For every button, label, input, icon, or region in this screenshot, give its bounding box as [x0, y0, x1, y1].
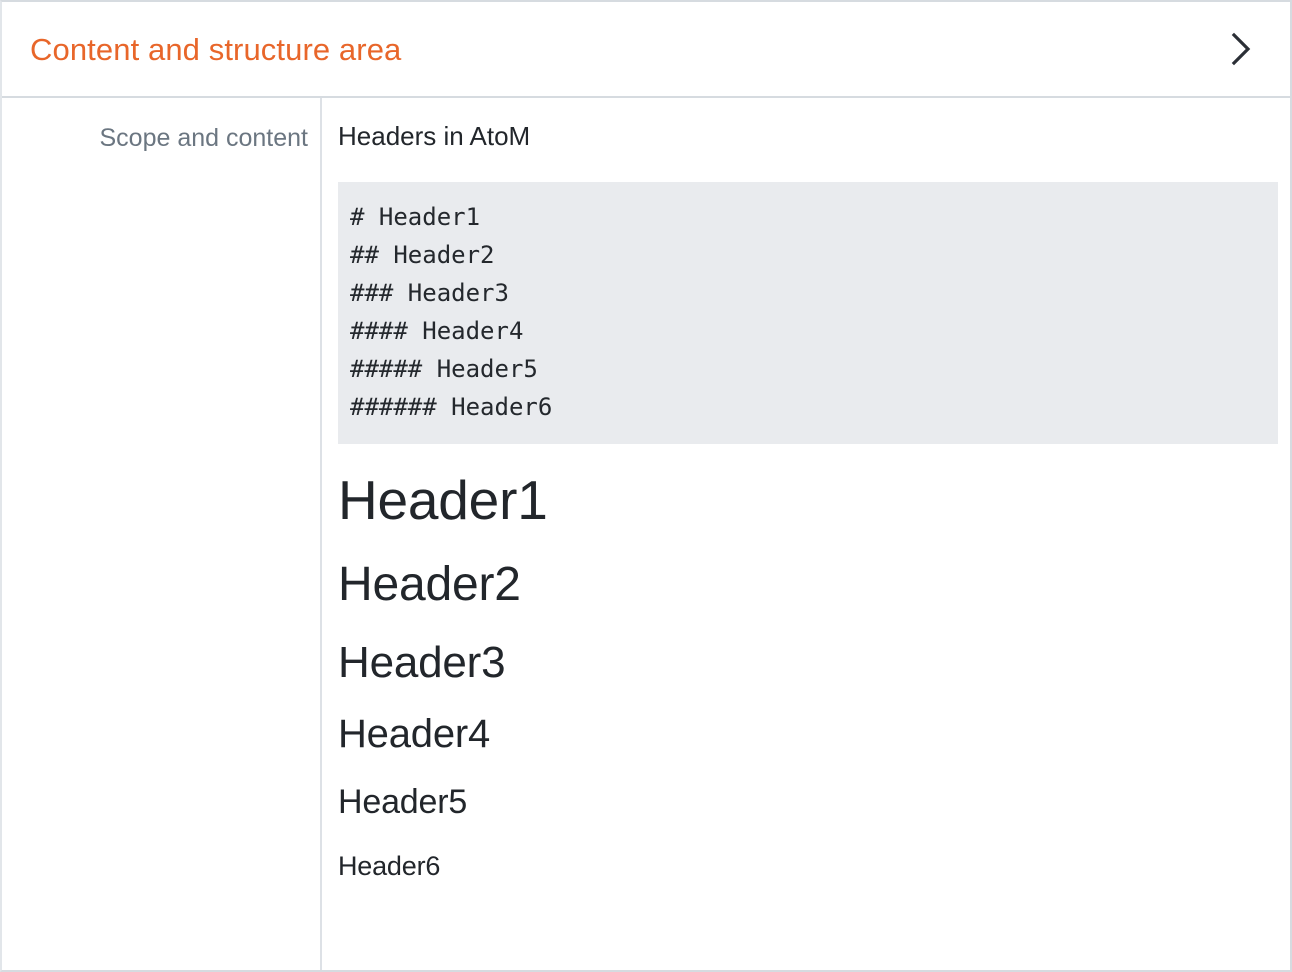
rendered-header-3: Header3	[338, 638, 506, 688]
field-value-column: Headers in AtoM # Header1 ## Header2 ###…	[322, 98, 1290, 970]
rendered-header-1: Header1	[338, 468, 548, 531]
rendered-header-2: Header2	[338, 557, 521, 611]
markdown-code-text: # Header1 ## Header2 ### Header3 #### He…	[350, 202, 553, 421]
panel-body: Scope and content Headers in AtoM # Head…	[2, 98, 1290, 970]
page-title: Content and structure area	[30, 31, 402, 67]
field-label-scope-and-content: Scope and content	[99, 124, 309, 152]
rendered-headers-list: Header1 Header2 Header3 Header4 Header5 …	[338, 468, 1278, 883]
panel-header: Content and structure area	[2, 2, 1290, 98]
content-title: Headers in AtoM	[338, 121, 531, 151]
panel-toggle-button[interactable]	[1218, 26, 1264, 72]
field-label-column: Scope and content	[2, 98, 322, 970]
markdown-code-block: # Header1 ## Header2 ### Header3 #### He…	[338, 181, 1278, 444]
rendered-header-5: Header5	[338, 783, 468, 822]
chevron-right-icon	[1228, 32, 1254, 66]
rendered-header-4: Header4	[338, 712, 491, 757]
rendered-header-6: Header6	[338, 850, 441, 881]
